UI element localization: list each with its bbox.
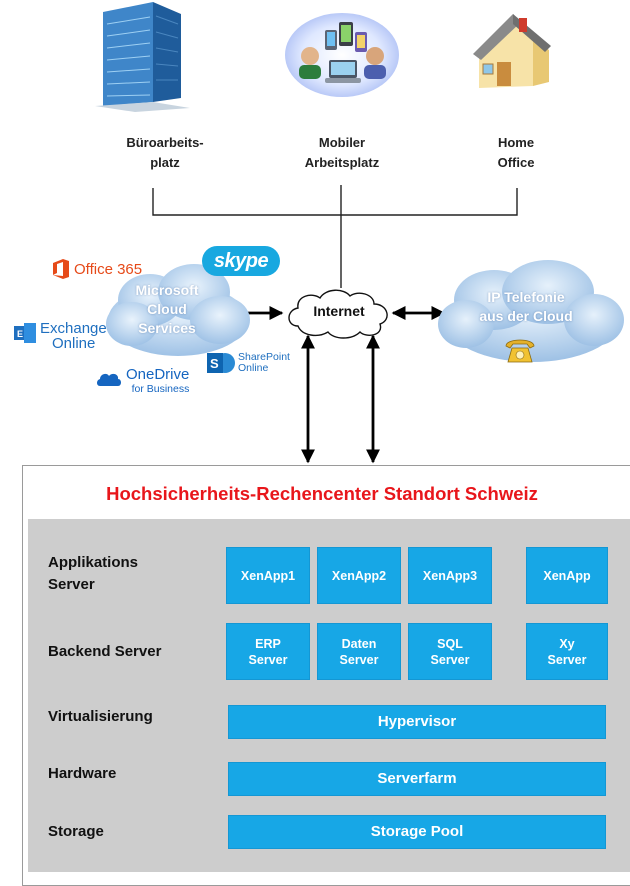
backend-server-daten: Daten Server <box>317 623 401 680</box>
app-server-xenapp1: XenApp1 <box>226 547 310 604</box>
onedrive-icon <box>97 373 121 386</box>
app-server-xenapp3: XenApp3 <box>408 547 492 604</box>
datacenter-title: Hochsicherheits-Rechencenter Standort Sc… <box>106 483 538 504</box>
microsoft-cloud-label: Microsoft Cloud Services <box>135 282 199 336</box>
skype-label: skype <box>213 249 269 272</box>
office365-label: Office 365 <box>74 260 143 278</box>
connection-lines <box>152 185 518 464</box>
skype-logo: skype <box>202 246 280 276</box>
onedrive-logo: OneDrive for Business <box>96 366 190 396</box>
mobile-devices-icon <box>285 13 399 97</box>
voip-cloud <box>438 260 624 362</box>
internet-label: Internet <box>313 303 365 319</box>
app-server-xenapp: XenApp <box>526 547 608 604</box>
exchange-label-1: Exchange <box>40 320 107 337</box>
svg-text:E: E <box>17 329 23 339</box>
sharepoint-logo: S SharePoint Online <box>207 350 290 376</box>
onedrive-label-2: for Business <box>131 383 190 395</box>
internet-cloud <box>288 289 388 339</box>
office-building-icon <box>95 2 190 112</box>
voip-cloud-label: IP Telefonie aus der Cloud <box>479 289 573 324</box>
layer-label-storage: Storage <box>48 823 104 840</box>
sharepoint-icon: S <box>207 353 235 373</box>
exchange-icon: E <box>14 323 36 343</box>
home-label: Home Office <box>497 135 535 170</box>
sharepoint-label-1: SharePoint <box>238 351 290 363</box>
sharepoint-label-2: Online <box>238 362 269 374</box>
office-label: Büroarbeits- platz <box>126 135 204 170</box>
backend-server-xy: Xy Server <box>526 623 608 680</box>
layer-label-virtualisierung: Virtualisierung <box>48 708 153 725</box>
layer-label-applikations: Applikations Server <box>48 554 139 593</box>
office365-icon <box>53 259 69 279</box>
house-icon <box>473 14 551 88</box>
backend-server-erp: ERP Server <box>226 623 310 680</box>
layer-label-hardware: Hardware <box>48 765 117 782</box>
exchange-label-2: Online <box>52 335 96 352</box>
svg-text:S: S <box>210 356 219 371</box>
onedrive-label-1: OneDrive <box>126 366 190 383</box>
serverfarm-bar: Serverfarm <box>228 762 606 796</box>
storage-pool-bar: Storage Pool <box>228 815 606 849</box>
mobile-label: Mobiler Arbeitsplatz <box>304 135 380 170</box>
app-server-xenapp2: XenApp2 <box>317 547 401 604</box>
backend-server-sql: SQL Server <box>408 623 492 680</box>
layer-label-backend: Backend Server <box>48 643 162 660</box>
hypervisor-bar: Hypervisor <box>228 705 606 739</box>
telephone-icon <box>505 339 535 363</box>
office365-logo: Office 365 <box>53 259 142 279</box>
exchange-logo: E Exchange Online <box>14 321 107 351</box>
microsoft-cloud <box>106 264 250 356</box>
